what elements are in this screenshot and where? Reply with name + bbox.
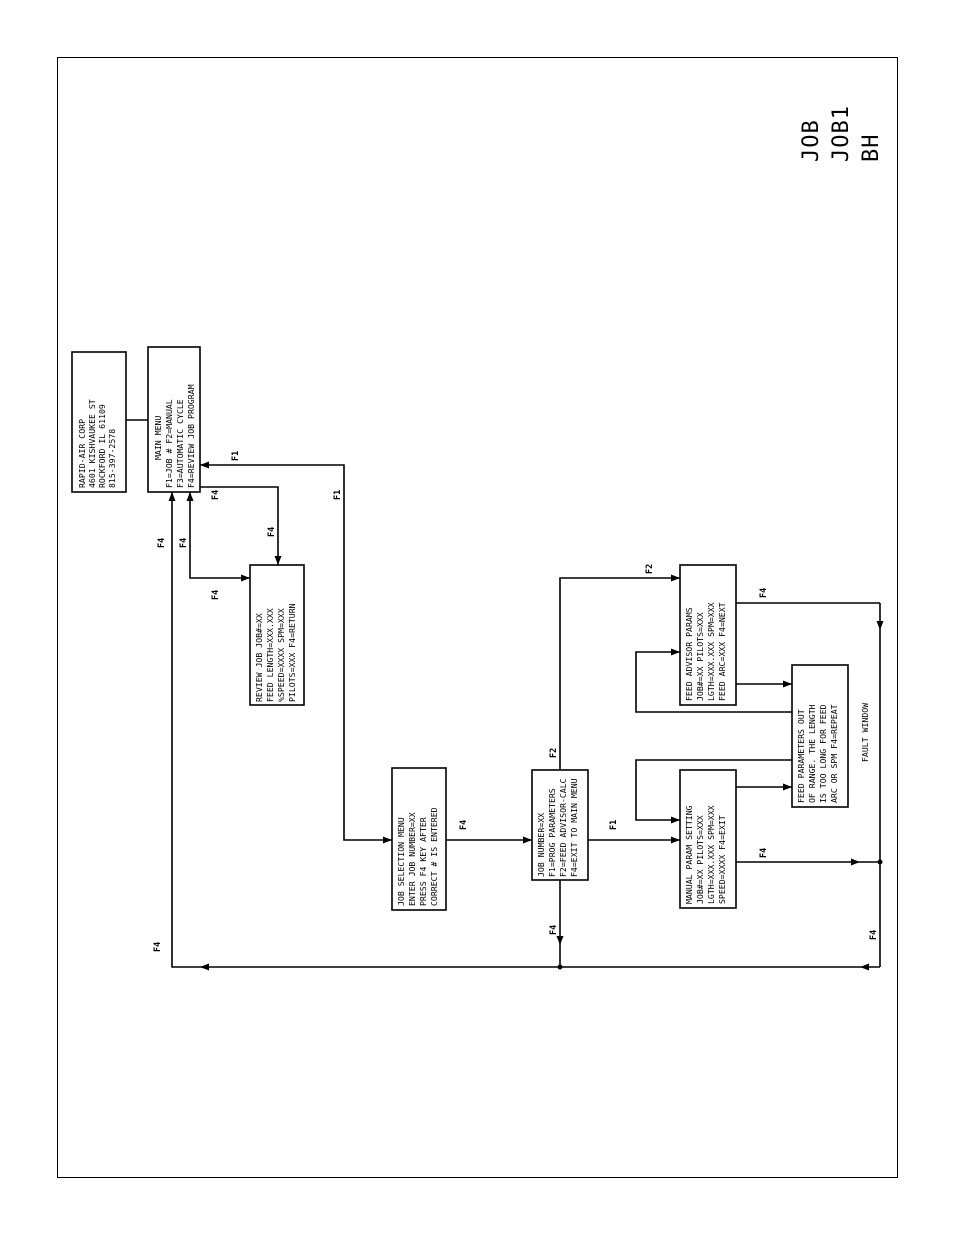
feed-advisor-line-4: FEED ARC=XXX F4=NEXT (717, 602, 727, 701)
company-box: RAPID-AIR CORP 4601 KISHVAUKEE ST ROCKFO… (71, 351, 127, 493)
fault-window-label: FAULT WINDOW (860, 703, 870, 762)
label-f4-select: F4 (459, 820, 469, 830)
label-f2-up: F2 (549, 748, 559, 758)
feed-advisor-line-1: FEED ADVISOR PARAMS (684, 607, 694, 701)
label-f4-right: F4 (869, 930, 879, 940)
label-f4-advisor: F4 (759, 588, 769, 598)
feed-advisor-line-2: JOB#=XX PILOTS=XXX (695, 612, 705, 701)
review-job-line-2: FEED LENGTH=XXX.XXX (265, 608, 275, 702)
main-menu-line-4: F4=REVIEW JOB PROGRAM (186, 384, 196, 488)
job-number-line-3: F2=FEED ADVISOR-CALC (558, 778, 568, 877)
label-f1-manual: F1 (609, 820, 619, 830)
label-f4-review: F4 (267, 527, 277, 537)
code-job1: JOB1 (829, 105, 854, 162)
job-selection-box: JOB SELECTION MENU ENTER JOB NUMBER=XX P… (391, 767, 447, 911)
label-f4-manual: F4 (759, 848, 769, 858)
code-job: JOB (799, 119, 824, 162)
connectors (126, 419, 881, 968)
fault-line-4: ARC OR SPM F4=REPEAT (829, 704, 839, 803)
company-line-3: ROCKFORD IL 61109 (97, 404, 107, 488)
job-number-line-4: F4=EXIT TO MAIN MENU (569, 778, 579, 877)
company-line-4: 815-397-2578 (107, 429, 117, 488)
corner-codes: JOB JOB1 BH (799, 105, 884, 162)
label-f4-review-back: F4 (211, 590, 221, 600)
job-selection-line-3: PRESS F4 KEY AFTER (418, 817, 428, 906)
label-f4-bottom: F4 (153, 942, 163, 952)
job-number-box: JOB NUMBER=XX F1=PROG PARAMETERS F2=FEED… (531, 769, 589, 881)
label-f4-return-b: F4 (157, 538, 167, 548)
page-border (57, 57, 898, 1178)
job-selection-line-1: JOB SELECTION MENU (396, 817, 406, 906)
code-bh: BH (859, 134, 884, 163)
company-line-2: 4601 KISHVAUKEE ST (87, 399, 97, 488)
main-menu-line-3: F3=AUTOMATIC CYCLE (175, 399, 185, 488)
fault-line-2: OF RANGE. THE LENGTH (807, 704, 817, 803)
fault-line-3: IS TOO LONG FOR FEED (818, 704, 828, 803)
company-line-1: RAPID-AIR CORP (77, 419, 87, 488)
feed-advisor-line-3: LGTH=XXX.XXX SPM=XXX (706, 602, 716, 701)
manual-param-line-1: MANUAL PARAM SETTING (684, 805, 694, 904)
main-menu-line-1: MAIN MENU (153, 416, 163, 460)
review-job-line-1: REVIEW JOB JOB#=XX (254, 613, 264, 702)
manual-param-box: MANUAL PARAM SETTING JOB#=XX PILOTS=XXX … (679, 769, 737, 909)
review-job-box: REVIEW JOB JOB#=XX FEED LENGTH=XXX.XXX %… (249, 564, 305, 706)
fault-window-box: FEED PARAMETERS OUT OF RANGE. THE LENGTH… (791, 664, 870, 808)
job-number-line-1: JOB NUMBER=XX (536, 813, 546, 877)
manual-param-line-2: JOB#=XX PILOTS=XXX (695, 815, 705, 904)
feed-advisor-box: FEED ADVISOR PARAMS JOB#=XX PILOTS=XXX L… (679, 564, 737, 706)
job-selection-line-4: CORRECT # IS ENTERED (429, 807, 439, 906)
label-f4-return-a: F4 (179, 538, 189, 548)
label-f1-main: F1 (231, 451, 241, 461)
label-f1-route: F1 (333, 490, 343, 500)
review-job-line-3: %SPEED=XXXX SPM=XXX (276, 608, 286, 702)
main-menu-line-2: F1=JOB # F2=MANUAL (164, 399, 174, 488)
label-f4-jobnum: F4 (549, 925, 559, 935)
job-selection-line-2: ENTER JOB NUMBER=XX (407, 812, 417, 906)
label-f4-main-a: F4 (211, 490, 221, 500)
fault-line-1: FEED PARAMETERS OUT (796, 709, 806, 803)
main-menu-box: MAIN MENU F1=JOB # F2=MANUAL F3=AUTOMATI… (147, 346, 201, 493)
manual-param-line-3: LGTH=XXX.XXX SPM=XXX (706, 805, 716, 904)
flow-labels: F1 F1 F4 F4 F4 F4 F4 F4 F1 F2 F2 F4 F4 F… (153, 451, 879, 952)
arrowheads (168, 461, 884, 971)
job-number-line-2: F1=PROG PARAMETERS (547, 788, 557, 877)
manual-param-line-4: SPEED=XXXX F4=EXIT (717, 815, 727, 904)
label-f2-advisor: F2 (645, 564, 655, 574)
review-job-line-4: PILOTS=XXX F4=RETURN (287, 603, 297, 702)
